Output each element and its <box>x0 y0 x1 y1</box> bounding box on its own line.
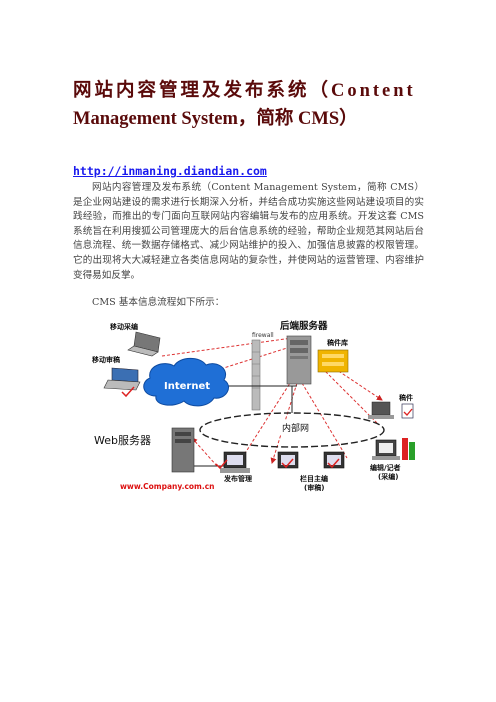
mobile-collect-laptop: 移动采编 <box>110 322 161 357</box>
publish-management-pc: 发布管理 <box>215 451 252 483</box>
cms-flow-diagram: firewall Internet 内部网 移动采编 移动审稿 后端服务器 <box>92 320 415 492</box>
firewall-label: firewall <box>252 332 274 339</box>
editor-reporter-workstation: 编辑/记者 (采编) <box>370 438 415 481</box>
backend-server-label: 后端服务器 <box>280 320 328 332</box>
internet-label: Internet <box>164 381 210 392</box>
publish-mgmt-label: 发布管理 <box>223 474 252 483</box>
page-title-line1: 网站内容管理及发布系统（Content <box>73 81 416 101</box>
manuscript-label: 稿件 <box>399 393 413 402</box>
manuscript-doc: 稿件 <box>368 393 414 419</box>
blog-link[interactable]: http://inmaning.diandian.com <box>73 164 267 178</box>
intranet-label: 内部网 <box>282 422 309 434</box>
backend-server: 后端服务器 <box>280 320 328 385</box>
editor-reporter-label: 编辑/记者 <box>370 463 401 472</box>
mobile-collect-label: 移动采编 <box>110 322 138 331</box>
firewall: firewall <box>251 332 274 411</box>
column-editor-pcs: 栏目主编 (审稿) <box>277 451 345 492</box>
web-server-label: Web服务器 <box>94 434 151 447</box>
web-server: Web服务器 www.Company.com.cn <box>94 427 215 491</box>
column-editor-label: 栏目主编 <box>300 474 328 483</box>
internet-cloud: Internet <box>143 357 229 407</box>
mobile-review-laptop: 移动审稿 <box>92 355 141 398</box>
manuscript-db: 稿件库 <box>317 338 349 373</box>
manuscript-db-label: 稿件库 <box>327 338 348 347</box>
column-editor-sub: (审稿) <box>304 483 324 492</box>
mobile-review-label: 移动审稿 <box>92 355 120 364</box>
domain-label: www.Company.com.cn <box>120 482 215 491</box>
intro-paragraph: 网站内容管理及发布系统（Content Management System，简称… <box>73 182 424 281</box>
diagram-caption: CMS 基本信息流程如下所示： <box>92 297 225 308</box>
intranet-ring: 内部网 <box>199 412 385 448</box>
page-title-line2: Management System，简称 CMS） <box>73 109 358 129</box>
editor-reporter-sub: (采编) <box>378 472 398 481</box>
